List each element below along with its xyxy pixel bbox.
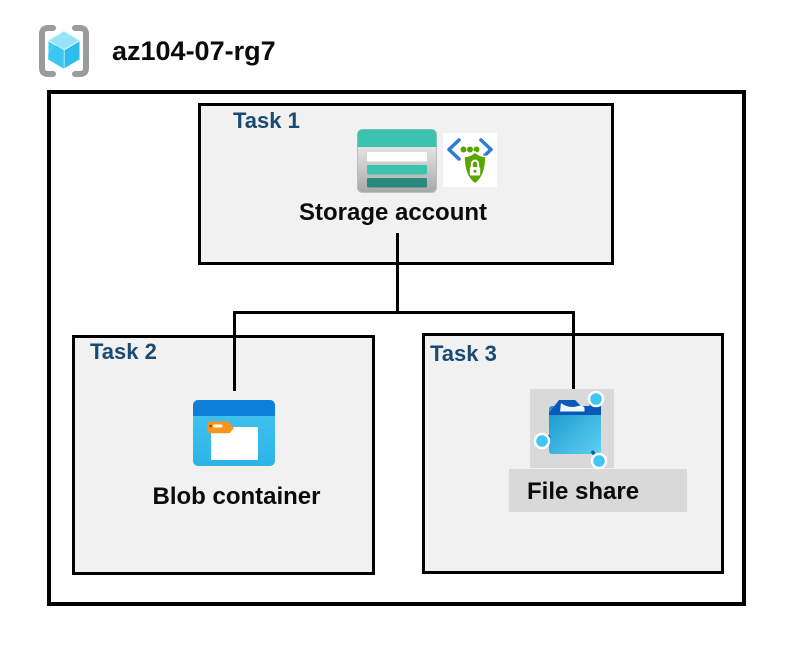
secure-access-icon (443, 133, 497, 187)
blob-container-icon (193, 400, 275, 466)
task1-label: Task 1 (233, 108, 300, 133)
connector-blob-stem (233, 311, 236, 391)
blob-container-label: Blob container (152, 483, 321, 510)
file-share-icon (530, 389, 614, 470)
connector-horizontal (233, 311, 575, 314)
resource-group-name: az104-07-rg7 (112, 36, 276, 66)
file-share-label: File share (527, 478, 640, 505)
connector-storage-stem (396, 233, 399, 312)
task3-label: Task 3 (430, 341, 497, 366)
storage-account-icon (357, 129, 437, 193)
task2-label: Task 2 (90, 339, 157, 364)
connector-fileshare-stem (572, 311, 575, 396)
resource-group-icon (39, 25, 89, 77)
file-share-label-bar (509, 469, 687, 512)
storage-account-label: Storage account (298, 199, 488, 226)
